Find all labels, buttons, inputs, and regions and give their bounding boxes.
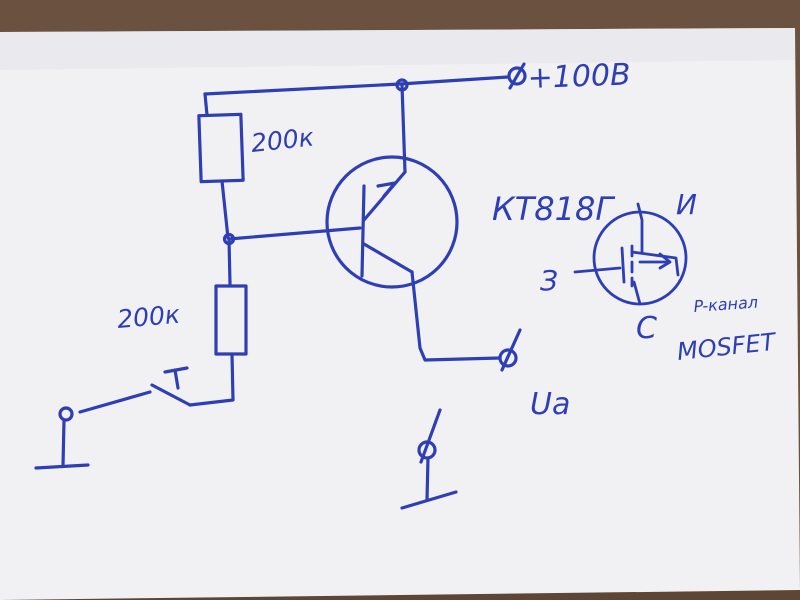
- output-terminal: [498, 348, 518, 368]
- resistor-top-label: 200к: [250, 123, 316, 158]
- emitter-output-wire: [410, 270, 502, 362]
- supply-label: +100В: [527, 57, 631, 96]
- resistor-top-lead-lower: [220, 179, 230, 240]
- pnp-transistor-icon: [325, 155, 459, 289]
- mosfet-gate-label: З: [540, 264, 558, 297]
- pushbutton-switch-icon: [78, 366, 192, 414]
- bottom-terminal-lead: [425, 456, 430, 502]
- left-terminal: [58, 406, 74, 422]
- supply-rail-wire: [203, 75, 510, 96]
- output-terminal-slash: [500, 328, 522, 372]
- bottom-terminal-slash: [419, 408, 442, 464]
- circuit-drawing: [34, 62, 688, 510]
- left-ground-icon: [34, 463, 90, 470]
- supply-terminal: [507, 66, 527, 86]
- mosfet-drain-label: И: [676, 188, 697, 221]
- p-channel-mosfet-icon: [573, 202, 688, 306]
- left-terminal-lead: [61, 418, 66, 468]
- output-label: Uа: [530, 387, 570, 422]
- bottom-ground-icon: [400, 490, 458, 510]
- supply-terminal-slash: [508, 62, 526, 90]
- paper-shade: [0, 28, 795, 70]
- mosfet-source-label: С: [636, 311, 657, 346]
- resistor-bottom-lead-lower: [188, 352, 235, 407]
- base-wire: [227, 226, 362, 241]
- resistor-bottom-lead-upper: [227, 237, 232, 286]
- resistor-bottom-label: 200к: [116, 300, 181, 334]
- resistor-top-lead-upper: [203, 92, 209, 117]
- mosfet-type-label-1: P-канал: [693, 293, 759, 316]
- transistor-label: КТ818Г: [492, 190, 615, 228]
